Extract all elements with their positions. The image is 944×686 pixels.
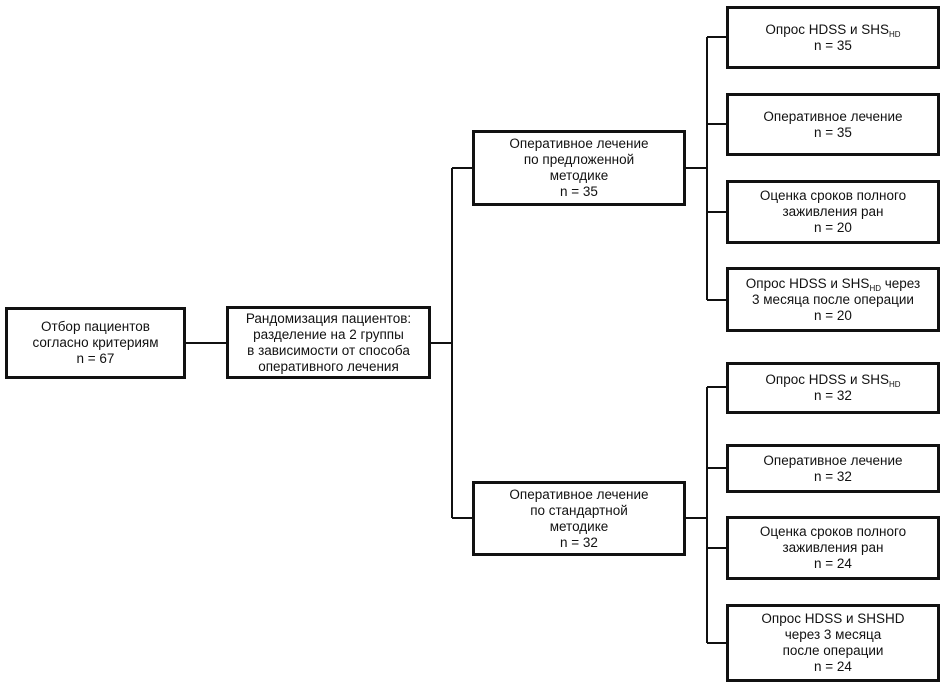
randomization-line: оперативного лечения xyxy=(258,358,399,374)
group-proposed-line: n = 35 xyxy=(560,184,598,199)
standard-step-followup-box: Опрос HDSS и SHSHD через 3 месяца после … xyxy=(726,604,940,682)
proposed-step-healing-box: Оценка сроков полного заживления ран n =… xyxy=(726,180,940,244)
standard-step-survey-title: Опрос HDSS и SHSHD xyxy=(765,372,901,389)
proposed-step-surgery-box: Оперативное лечение n = 35 xyxy=(726,93,940,156)
standard-step-healing-box: Оценка сроков полного заживления ран n =… xyxy=(726,516,940,580)
proposed-step-followup-title: Опрос HDSS и SHSHD через xyxy=(745,275,921,293)
proposed-step-surgery-line: n = 35 xyxy=(814,124,852,140)
standard-step-surgery-box: Оперативное лечение n = 32 xyxy=(726,444,940,493)
proposed-step-survey-box: Опрос HDSS и SHSHD n = 35 xyxy=(726,6,940,69)
proposed-step-followup-box: Опрос HDSS и SHSHD через 3 месяца после … xyxy=(726,267,940,332)
randomization-box: Рандомизация пациентов: разделение на 2 … xyxy=(226,306,431,379)
selection-line: Отбор пациентов xyxy=(41,319,150,334)
group-proposed-box: Оперативное лечение по предложенной мето… xyxy=(472,130,686,206)
group-proposed-line: методике xyxy=(549,168,609,183)
randomization-line: в зависимости от способа xyxy=(247,342,410,358)
group-proposed-line: Оперативное лечение xyxy=(509,136,649,151)
proposed-step-surgery-line: Оперативное лечение xyxy=(763,108,903,124)
standard-step-survey-box: Опрос HDSS и SHSHD n = 32 xyxy=(726,362,940,414)
standard-step-survey-line: n = 32 xyxy=(814,388,852,403)
proposed-step-survey-line: n = 35 xyxy=(814,37,852,53)
randomization-line: разделение на 2 группы xyxy=(253,326,404,342)
standard-step-surgery-line: n = 32 xyxy=(814,468,852,484)
selection-line: согласно критериям xyxy=(32,335,159,350)
standard-step-healing-line: n = 24 xyxy=(814,556,852,571)
group-standard-line: методике xyxy=(549,518,609,534)
proposed-step-healing-line: Оценка сроков полного xyxy=(759,188,907,203)
standard-step-followup-line: через 3 месяца xyxy=(784,627,882,642)
selection-box: Отбор пациентов согласно критериям n = 6… xyxy=(5,307,186,379)
standard-step-healing-line: Оценка сроков полного xyxy=(759,524,907,539)
standard-step-healing-line: заживления ран xyxy=(782,540,884,555)
group-standard-line: по стандартной xyxy=(530,502,628,518)
standard-step-followup-line: Опрос HDSS и SHSHD xyxy=(761,611,905,626)
proposed-step-survey-title: Опрос HDSS и SHSHD xyxy=(765,21,901,39)
proposed-step-healing-line: заживления ран xyxy=(782,204,884,219)
group-standard-line: Оперативное лечение xyxy=(509,486,649,502)
proposed-step-followup-line: n = 20 xyxy=(814,307,852,323)
standard-step-followup-line: после операции xyxy=(782,643,884,658)
proposed-step-healing-line: n = 20 xyxy=(814,220,852,235)
standard-step-followup-line: n = 24 xyxy=(814,659,852,674)
group-standard-box: Оперативное лечение по стандартной метод… xyxy=(472,481,686,556)
proposed-step-followup-line: 3 месяца после операции xyxy=(752,291,914,307)
group-standard-line: n = 32 xyxy=(560,534,598,550)
group-proposed-line: по предложенной xyxy=(523,152,635,167)
selection-line: n = 67 xyxy=(76,351,115,366)
randomization-line: Рандомизация пациентов: xyxy=(245,310,412,326)
standard-step-surgery-line: Оперативное лечение xyxy=(763,452,903,468)
